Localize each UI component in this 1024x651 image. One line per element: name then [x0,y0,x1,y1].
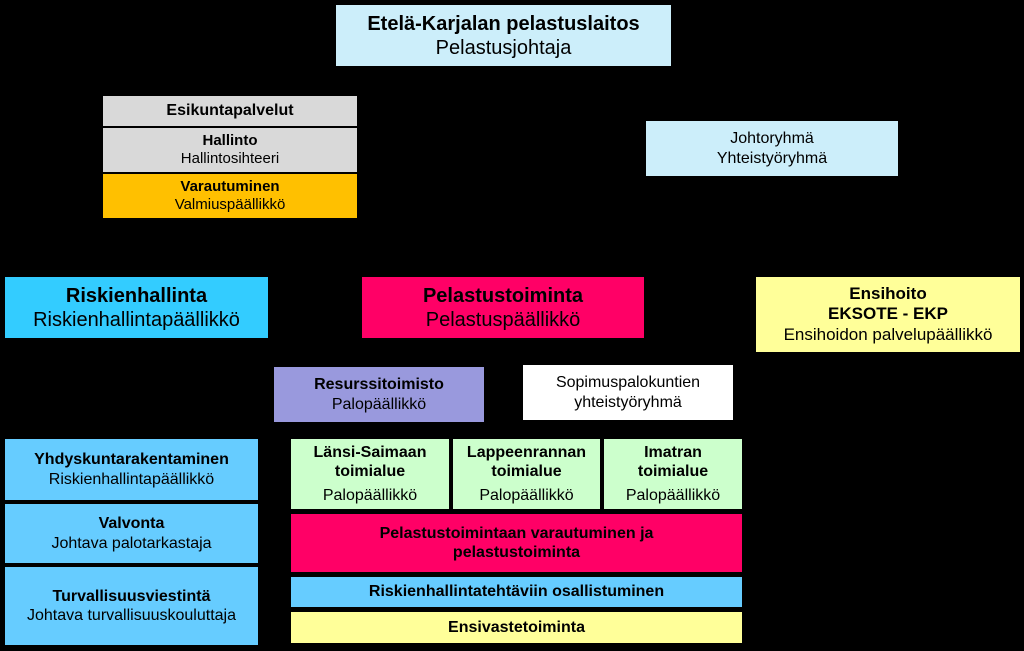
turvallisuusviestinta-role: Johtava turvallisuuskouluttaja [26,607,236,624]
area-lappeenranta-title: Lappeenrannan toimialue [466,444,587,481]
area-lansi-saimaa-role: Palopäällikkö [322,486,418,504]
turvallisuusviestinta-box: Turvallisuusviestintä Johtava turvallisu… [4,566,259,646]
area-imatra-title: Imatran toimialue [637,444,709,481]
valvonta-box: Valvonta Johtava palotarkastaja [4,503,259,564]
varautuminen-box: Varautuminen Valmiuspäällikkö [102,173,358,219]
area-lappeenranta-role: Palopäällikkö [479,486,574,504]
resurssitoimisto-title: Resurssitoimisto [314,376,444,394]
valvonta-role: Johtava palotarkastaja [51,534,212,552]
task-riski-label: Riskienhallintatehtäviin osallistuminen [368,583,665,601]
sopimuspalokunnat-box: Sopimuspalokuntien yhteistyöryhmä [522,364,734,421]
task-ensivaste-label: Ensivastetoiminta [448,618,585,636]
yhdyskunta-box: Yhdyskuntarakentaminen Riskienhallintapä… [4,438,259,501]
hallinto-box: Hallinto Hallintosihteeri [102,127,358,173]
task-riski-box: Riskienhallintatehtäviin osallistuminen [290,576,743,608]
esikunta-box: Esikuntapalvelut [102,95,358,127]
ensihoito-title: Ensihoito [849,283,927,303]
yhdyskunta-role: Riskienhallintapäällikkö [48,470,215,488]
area-imatra: Imatran toimialue Palopäällikkö [603,438,743,510]
task-pelastus-label: Pelastustoimintaan varautuminen ja pelas… [379,524,654,561]
resurssitoimisto-box: Resurssitoimisto Palopäällikkö [273,366,485,423]
valvonta-title: Valvonta [98,515,165,533]
area-imatra-role: Palopäällikkö [625,486,721,504]
resurssitoimisto-role: Palopäällikkö [331,395,427,413]
johtoryhma-box: Johtoryhmä Yhteistyöryhmä [645,120,899,177]
riskienhallinta-title: Riskienhallinta [65,284,208,307]
area-lappeenranta: Lappeenrannan toimialue Palopäällikkö [452,438,601,510]
johtoryhma-label: Johtoryhmä [730,130,814,148]
riskienhallinta-role: Riskienhallintapäällikkö [33,308,240,331]
area-lansi-saimaa: Länsi-Saimaan toimialue Palopäällikkö [290,438,450,510]
task-ensivaste-box: Ensivastetoiminta [290,611,743,644]
task-pelastus-box: Pelastustoimintaan varautuminen ja pelas… [290,513,743,573]
varautuminen-title: Varautuminen [180,178,280,195]
pelastustoiminta-title: Pelastustoiminta [422,284,584,307]
org-name: Etelä-Karjalan pelastuslaitos [367,12,640,35]
org-head-role: Pelastusjohtaja [435,36,572,59]
org-top-box: Etelä-Karjalan pelastuslaitos Pelastusjo… [335,4,672,67]
sopimus-line1: Sopimuspalokuntien [555,374,701,392]
riskienhallinta-box: Riskienhallinta Riskienhallintapäällikkö [4,276,269,339]
ensihoito-role: Ensihoidon palvelupäällikkö [783,324,993,344]
hallinto-title: Hallinto [202,132,258,149]
ensihoito-box: Ensihoito EKSOTE - EKP Ensihoidon palvel… [755,276,1021,353]
pelastustoiminta-role: Pelastuspäällikkö [425,308,581,331]
pelastustoiminta-box: Pelastustoiminta Pelastuspäällikkö [361,276,645,339]
varautuminen-role: Valmiuspäällikkö [174,196,286,213]
turvallisuusviestinta-title: Turvallisuusviestintä [52,587,211,605]
sopimus-line2: yhteistyöryhmä [574,393,682,411]
hallinto-role: Hallintosihteeri [180,150,280,167]
ensihoito-eksote: EKSOTE - EKP [828,304,948,324]
yhteistyoryhma-label: Yhteistyöryhmä [716,149,828,167]
area-lansi-saimaa-title: Länsi-Saimaan toimialue [313,444,427,481]
esikunta-label: Esikuntapalvelut [166,102,294,120]
yhdyskunta-title: Yhdyskuntarakentaminen [34,451,229,469]
